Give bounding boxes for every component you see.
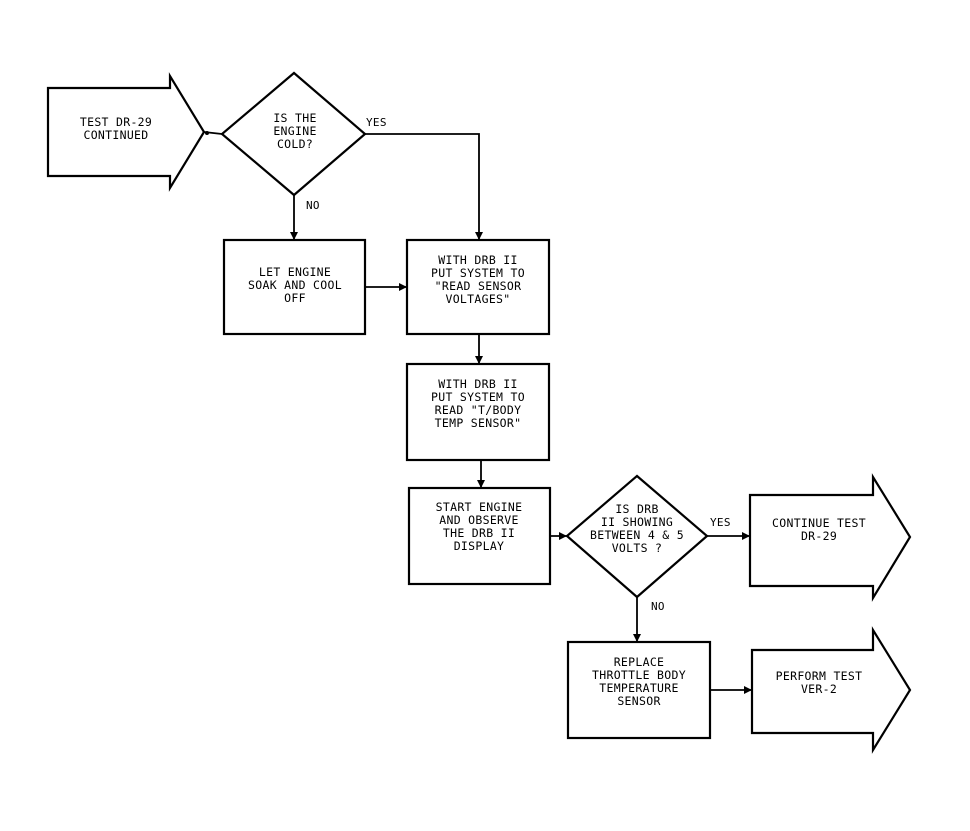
edge-label-cold-yes: YES: [366, 116, 387, 129]
read-sensor-voltages-label: WITH DRB II PUT SYSTEM TO "READ SENSOR V…: [431, 253, 525, 306]
perform-test-label: PERFORM TEST VER-2: [775, 669, 863, 696]
let-engine-soak-box: [222, 238, 367, 336]
arrow-cold-yes: [475, 232, 483, 240]
start-arrow-shape: [46, 72, 206, 192]
perform-test-arrow-shape: [750, 626, 912, 754]
read-tbody-temp-label: WITH DRB II PUT SYSTEM TO READ "T/BODY T…: [431, 377, 525, 430]
edge-label-volts-yes: YES: [710, 516, 731, 529]
decision-volts-label: IS DRB II SHOWING BETWEEN 4 & 5 VOLTS ?: [590, 502, 684, 555]
edge-label-cold-no: NO: [306, 199, 320, 212]
continue-test-label: CONTINUE TEST DR-29: [772, 516, 866, 543]
let-engine-soak-label: LET ENGINE SOAK AND COOL OFF: [248, 265, 342, 305]
continue-test-arrow-shape: [748, 473, 912, 602]
read-tbody-temp-box: [405, 362, 551, 462]
arrow-tbody-to-start: [477, 480, 485, 488]
arrow-cold-no: [290, 232, 298, 240]
arrow-volts-yes: [742, 532, 750, 540]
line-cold-yes: [365, 133, 480, 240]
replace-sensor-label: REPLACE THROTTLE BODY TEMPERATURE SENSOR: [592, 655, 686, 708]
arrow-soak-to-voltages: [399, 283, 407, 291]
arrow-replace-to-perform: [744, 686, 752, 694]
dot-start-cold: [205, 131, 209, 135]
decision-cold-label: IS THE ENGINE COLD?: [273, 111, 317, 151]
start-engine-observe-label: START ENGINE AND OBSERVE THE DRB II DISP…: [435, 500, 523, 553]
arrow-volts-no: [633, 634, 641, 642]
arrow-voltages-to-tbody: [475, 356, 483, 364]
arrow-start-to-volts: [559, 532, 567, 540]
start-engine-observe-box: [407, 486, 552, 586]
start-label: TEST DR-29 CONTINUED: [79, 115, 153, 142]
read-sensor-voltages-box: [405, 238, 551, 336]
edge-label-volts-no: NO: [651, 600, 665, 613]
